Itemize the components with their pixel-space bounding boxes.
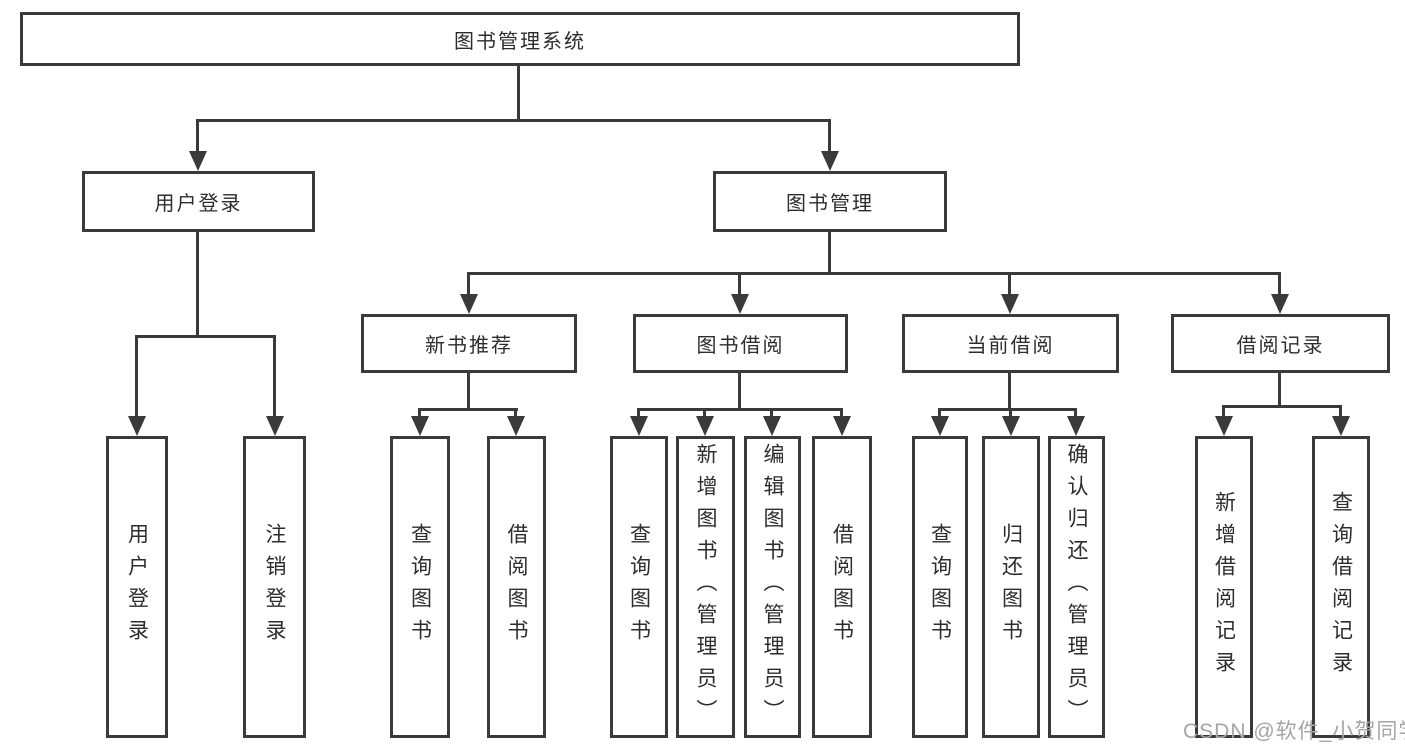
leaf-query-books-current-label: 查询图书 bbox=[928, 523, 952, 651]
connector-line bbox=[828, 232, 831, 272]
leaf-add-books-admin-label: 新增图书（管理员） bbox=[694, 443, 717, 731]
node-book-borrowing-label: 图书借阅 bbox=[696, 335, 785, 357]
connector-arrow-down-icon bbox=[629, 408, 648, 436]
connector-arrow-down-icon bbox=[1270, 272, 1289, 314]
node-book-management-system: 图书管理系统 bbox=[20, 12, 1020, 66]
leaf-query-borrow-record-label: 查询借阅记录 bbox=[1329, 491, 1353, 683]
leaf-edit-books-admin-label: 编辑图书（管理员） bbox=[761, 443, 784, 731]
connector-line bbox=[938, 408, 1077, 411]
connector-line bbox=[467, 373, 470, 408]
connector-arrow-down-icon bbox=[930, 408, 949, 436]
leaf-logout: 注销登录 bbox=[243, 436, 306, 738]
connector-line bbox=[1222, 405, 1342, 408]
connector-line bbox=[467, 272, 1281, 275]
connector-arrow-down-icon bbox=[506, 408, 525, 436]
leaf-query-books-borrowing-label: 查询图书 bbox=[627, 523, 651, 651]
csdn-watermark: CSDN @软件_小贺同学 bbox=[1183, 720, 1405, 743]
connector-line bbox=[196, 119, 831, 122]
connector-arrow-down-icon bbox=[410, 408, 429, 436]
connector-arrow-down-icon bbox=[832, 408, 851, 436]
connector-line bbox=[418, 408, 518, 411]
connector-line bbox=[135, 335, 276, 338]
connector-arrow-down-icon bbox=[1001, 408, 1020, 436]
connector-line bbox=[1008, 373, 1011, 408]
connector-arrow-down-icon bbox=[730, 272, 749, 314]
node-book-management-system-label: 图书管理系统 bbox=[454, 30, 586, 53]
leaf-confirm-return-admin: 确认归还（管理员） bbox=[1048, 436, 1105, 738]
connector-arrow-down-icon bbox=[1214, 405, 1233, 436]
leaf-logout-label: 注销登录 bbox=[263, 523, 286, 651]
leaf-user-login: 用户登录 bbox=[106, 436, 168, 738]
connector-arrow-down-icon bbox=[762, 408, 781, 436]
leaf-borrow-books-borrowing-label: 借阅图书 bbox=[830, 523, 854, 651]
connector-arrow-down-icon bbox=[459, 272, 478, 314]
leaf-return-books: 归还图书 bbox=[982, 436, 1040, 738]
connector-line bbox=[196, 232, 199, 335]
node-book-management-label: 图书管理 bbox=[786, 193, 874, 215]
leaf-query-borrow-record: 查询借阅记录 bbox=[1312, 436, 1370, 738]
leaf-return-books-label: 归还图书 bbox=[999, 523, 1023, 651]
node-user-login-label: 用户登录 bbox=[154, 193, 243, 215]
leaf-confirm-return-admin-label: 确认归还（管理员） bbox=[1065, 443, 1088, 731]
leaf-edit-books-admin: 编辑图书（管理员） bbox=[744, 436, 801, 738]
leaf-borrow-books-recommend-label: 借阅图书 bbox=[505, 523, 528, 651]
node-current-borrowing-label: 当前借阅 bbox=[966, 335, 1055, 357]
connector-line bbox=[738, 373, 741, 408]
leaf-query-books-borrowing: 查询图书 bbox=[610, 436, 668, 738]
connector-arrow-down-icon bbox=[1000, 272, 1019, 314]
connector-arrow-down-icon bbox=[127, 335, 146, 436]
leaf-add-books-admin: 新增图书（管理员） bbox=[676, 436, 735, 738]
connector-line bbox=[1278, 373, 1281, 405]
connector-arrow-down-icon bbox=[265, 335, 284, 436]
connector-line bbox=[517, 66, 520, 119]
node-new-book-recommend-label: 新书推荐 bbox=[425, 335, 513, 357]
leaf-query-books-current: 查询图书 bbox=[912, 436, 968, 738]
node-user-login: 用户登录 bbox=[82, 171, 315, 232]
leaf-add-borrow-record: 新增借阅记录 bbox=[1195, 436, 1253, 738]
connector-arrow-down-icon bbox=[1331, 405, 1350, 436]
node-book-management: 图书管理 bbox=[713, 171, 947, 232]
leaf-borrow-books-borrowing: 借阅图书 bbox=[812, 436, 872, 738]
leaf-borrow-books-recommend: 借阅图书 bbox=[487, 436, 546, 738]
node-new-book-recommend: 新书推荐 bbox=[361, 314, 577, 373]
connector-line bbox=[637, 408, 843, 411]
leaf-add-borrow-record-label: 新增借阅记录 bbox=[1212, 491, 1236, 683]
node-borrowing-records-label: 借阅记录 bbox=[1236, 335, 1325, 357]
leaf-user-login-label: 用户登录 bbox=[125, 523, 149, 651]
connector-arrow-down-icon bbox=[820, 119, 839, 171]
node-borrowing-records: 借阅记录 bbox=[1171, 314, 1390, 373]
node-book-borrowing: 图书借阅 bbox=[633, 314, 848, 373]
leaf-query-books-recommend: 查询图书 bbox=[390, 436, 450, 738]
connector-arrow-down-icon bbox=[695, 408, 714, 436]
leaf-query-books-recommend-label: 查询图书 bbox=[408, 523, 432, 651]
connector-arrow-down-icon bbox=[188, 119, 207, 171]
node-current-borrowing: 当前借阅 bbox=[902, 314, 1119, 373]
connector-arrow-down-icon bbox=[1066, 408, 1085, 436]
